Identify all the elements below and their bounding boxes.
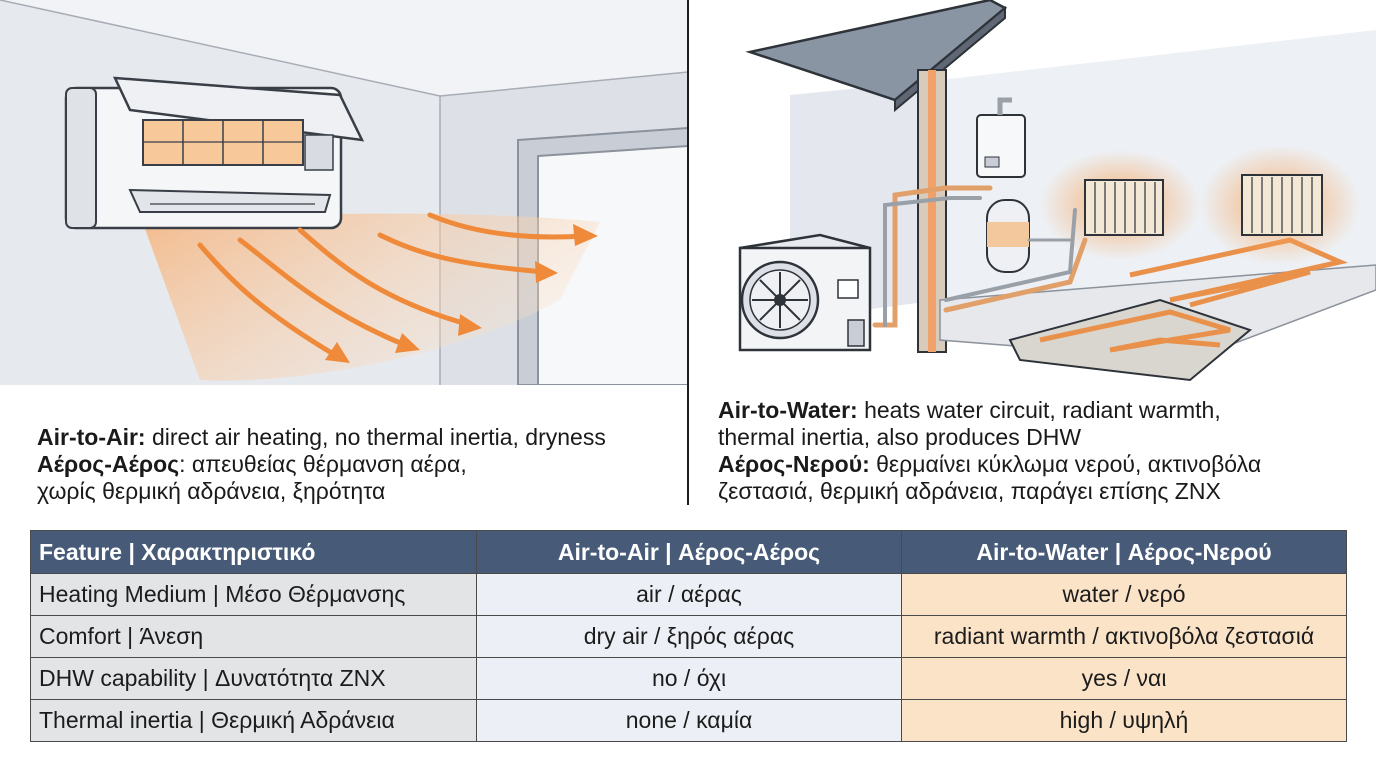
table-row: Comfort | Άνεση dry air / ξηρός αέρας ra…	[30, 615, 1347, 658]
row-feature-label: Heating Medium | Μέσο Θέρμανσης	[30, 573, 477, 616]
table-row: Heating Medium | Μέσο Θέρμανσης air / αέ…	[30, 573, 1347, 616]
row-air-to-air-value: dry air / ξηρός αέρας	[476, 615, 902, 658]
table-row: DHW capability | Δυνατότητα ΖΝΧ no / όχι…	[30, 657, 1347, 700]
row-air-to-water-value: high / υψηλή	[901, 699, 1347, 742]
row-air-to-air-value: none / καμία	[476, 699, 902, 742]
warm-airflow-arrows	[197, 212, 588, 358]
air-to-water-title-en: Air-to-Water:	[718, 397, 858, 423]
air-to-water-caption: Air-to-Water: heats water circuit, radia…	[718, 397, 1358, 505]
air-to-air-description-gr-1: : απευθείας θέρμανση αέρα,	[179, 451, 467, 477]
water-piping	[872, 185, 1088, 328]
warm-air-stream	[140, 213, 600, 381]
row-feature-label: DHW capability | Δυνατότητα ΖΝΧ	[30, 657, 477, 700]
arrow-heads	[325, 224, 598, 363]
table-row: Thermal inertia | Θερμική Αδράνεια none …	[30, 699, 1347, 742]
air-to-air-caption: Air-to-Air: direct air heating, no therm…	[37, 424, 677, 505]
indoor-split-unit	[64, 76, 365, 230]
row-air-to-air-value: no / όχι	[476, 657, 902, 700]
row-air-to-air-value: air / αέρας	[476, 573, 902, 616]
row-feature-label: Comfort | Άνεση	[30, 615, 477, 658]
ceiling	[0, 0, 688, 96]
row-air-to-water-value: radiant warmth / ακτινοβόλα ζεστασιά	[901, 615, 1347, 658]
row-feature-label: Thermal inertia | Θερμική Αδράνεια	[30, 699, 477, 742]
air-to-air-title-gr: Αέρος-Αέρος	[37, 451, 180, 477]
air-to-water-description-en-2: thermal inertia, also produces DHW	[718, 424, 1082, 450]
radiator-right	[1241, 174, 1323, 236]
radiator-left	[1084, 179, 1164, 236]
air-to-air-title-en: Air-to-Air:	[37, 424, 146, 450]
header-air-to-air: Air-to-Air | Αέρος-Αέρος	[476, 530, 902, 574]
air-to-air-description-gr-2: χωρίς θερμική αδράνεια, ξηρότητα	[37, 478, 386, 504]
air-to-water-title-gr: Αέρος-Νερού:	[718, 451, 870, 477]
air-to-water-description-gr-2: ζεστασιά, θερμική αδράνεια, παράγει επίσ…	[718, 478, 1221, 504]
air-to-water-description-gr-1: θερμαίνει κύκλωμα νερού, ακτινοβόλα	[869, 451, 1262, 477]
air-to-water-illustration	[690, 0, 1376, 390]
row-air-to-water-value: yes / ναι	[901, 657, 1347, 700]
comparison-table: Feature | Χαρακτηριστικό Air-to-Air | Αέ…	[30, 530, 1347, 742]
row-air-to-water-value: water / νερό	[901, 573, 1347, 616]
air-to-air-illustration	[0, 0, 688, 385]
air-to-air-description-en: direct air heating, no thermal inertia, …	[145, 424, 606, 450]
panel-divider	[687, 0, 689, 505]
dhw-tank	[986, 199, 1030, 273]
outdoor-heat-pump-unit	[738, 233, 872, 352]
table-header-row: Feature | Χαρακτηριστικό Air-to-Air | Αέ…	[30, 530, 1347, 574]
header-feature: Feature | Χαρακτηριστικό	[30, 530, 477, 574]
header-air-to-water: Air-to-Water | Αέρος-Νερού	[901, 530, 1347, 574]
hydronic-module	[976, 97, 1026, 178]
doorway	[517, 126, 688, 385]
air-to-water-description-en-1: heats water circuit, radiant warmth,	[857, 397, 1221, 423]
